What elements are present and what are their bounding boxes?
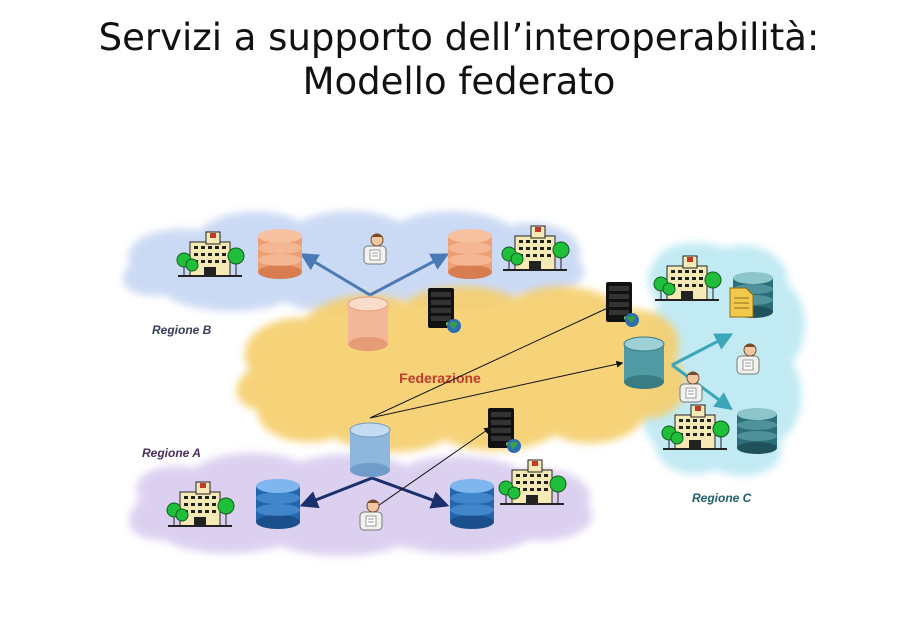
- document-icon: [729, 287, 754, 318]
- region-b-arrows: [299, 253, 450, 297]
- region-a-cloud: [128, 452, 593, 556]
- region-a-arrows: [299, 476, 450, 509]
- database-icon: [737, 408, 777, 454]
- database-icon: [347, 296, 389, 352]
- title-line-1: Servizi a supporto dell’interoperabilità…: [98, 16, 820, 59]
- database-icon: [623, 336, 665, 390]
- database-icon: [448, 229, 492, 279]
- database-icon: [450, 479, 494, 529]
- database-icon: [349, 422, 391, 478]
- server-icon: [606, 282, 639, 327]
- federation-label: Federazione: [399, 370, 481, 386]
- region-c-label: Regione C: [692, 491, 752, 505]
- database-icon: [256, 479, 300, 529]
- region-b-label: Regione B: [152, 323, 212, 337]
- slide-title: Servizi a supporto dell’interoperabilità…: [0, 16, 918, 104]
- federation-links: [369, 305, 624, 511]
- title-line-2: Modello federato: [302, 60, 616, 103]
- region-a-label: Regione A: [142, 446, 201, 460]
- database-icon: [258, 229, 302, 279]
